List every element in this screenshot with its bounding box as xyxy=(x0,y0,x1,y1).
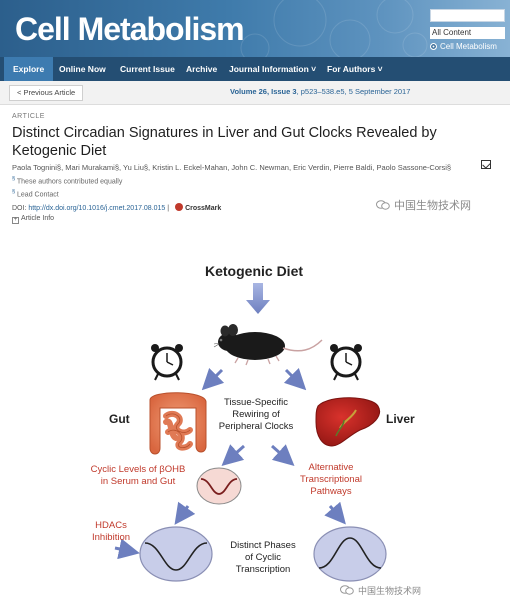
crossmark-badge[interactable]: CrossMark xyxy=(175,203,221,212)
email-icon[interactable] xyxy=(481,160,491,169)
arrow-to-left-curve xyxy=(114,538,140,560)
volume-issue-link[interactable]: Volume 26, Issue 3 xyxy=(230,87,297,96)
alarm-clock-right-icon xyxy=(330,344,362,381)
equal-contribution-text: These authors contributed equally xyxy=(16,178,123,186)
ga-title: Ketogenic Diet xyxy=(205,263,304,279)
hdac-text-line: Inhibition xyxy=(91,532,131,543)
phases-text-line: of Cyclic xyxy=(245,552,281,563)
liver-icon xyxy=(315,397,380,447)
gut-phase-curve xyxy=(139,526,213,582)
volume-pages-date: , p523–538.e5, 5 September 2017 xyxy=(296,87,411,96)
small-phase-curve xyxy=(196,467,242,505)
arrow-to-right-curve xyxy=(324,501,346,525)
search-scope-select[interactable]: All Content xyxy=(430,27,505,39)
liver-label: Liver xyxy=(386,412,415,426)
masthead-background-pattern xyxy=(240,0,428,57)
hdac-text: HDACs Inhibition xyxy=(86,520,136,544)
search-scope-radio[interactable]: Cell Metabolism xyxy=(430,42,497,51)
journal-masthead: Cell Metabolism All Content Cell Metabol… xyxy=(0,0,510,57)
nav-journal-information[interactable]: Journal Information ˅ xyxy=(229,64,317,74)
radio-dot-icon xyxy=(430,43,437,50)
arrow-to-pathways xyxy=(271,444,295,466)
center-text-line: Tissue-Specific xyxy=(223,397,289,408)
article-info-toggle[interactable]: +Article Info xyxy=(12,215,54,224)
arrow-to-hdac xyxy=(174,501,196,525)
article-title: Distinct Circadian Signatures in Liver a… xyxy=(12,125,437,159)
bohb-text-line: Cyclic Levels of βOHB xyxy=(90,464,186,475)
bohb-text-line: in Serum and Gut xyxy=(100,476,176,487)
down-arrow xyxy=(246,283,270,314)
volume-info: Volume 26, Issue 3, p523–538.e5, 5 Septe… xyxy=(230,87,410,96)
search-scope-radio-label: Cell Metabolism xyxy=(440,42,497,51)
search-input[interactable] xyxy=(430,9,505,22)
nav-for-authors[interactable]: For Authors ˅ xyxy=(327,64,383,74)
arrow-to-gut xyxy=(201,367,225,391)
mouse-icon xyxy=(213,324,323,366)
article-info-label: Article Info xyxy=(21,215,55,222)
nav-explore[interactable]: Explore xyxy=(4,57,54,81)
gut-label: Gut xyxy=(109,412,130,426)
watermark-top-text: 中国生物技术网 xyxy=(394,200,471,212)
equal-contribution-note: § These authors contributed equally xyxy=(12,176,123,186)
wechat-icon xyxy=(340,585,354,595)
article-type: ARTICLE xyxy=(12,113,45,120)
graphical-abstract: Ketogenic Diet Gut Liver Tissue-Specific… xyxy=(0,250,510,616)
pathways-text-line: Alternative xyxy=(308,462,354,473)
previous-article-button[interactable]: < Previous Article xyxy=(9,85,84,101)
center-text: Tissue-Specific Rewiring of Peripheral C… xyxy=(214,397,298,433)
doi-line: DOI: http://dx.doi.org/10.1016/j.cmet.20… xyxy=(12,203,222,212)
nav-current-issue[interactable]: Current Issue xyxy=(120,64,175,74)
liver-phase-curve xyxy=(313,526,387,582)
center-text-line: Peripheral Clocks xyxy=(218,421,294,432)
wechat-icon xyxy=(376,200,390,210)
nav-online-now[interactable]: Online Now xyxy=(59,64,106,74)
phases-text: Distinct Phases of Cyclic Transcription xyxy=(221,540,305,576)
crossmark-icon xyxy=(175,203,184,211)
intestine-icon xyxy=(149,392,207,455)
doi-link[interactable]: http://dx.doi.org/10.1016/j.cmet.2017.08… xyxy=(28,205,166,212)
graphical-abstract-figure xyxy=(114,283,387,582)
main-navigation: Explore Online Now Current Issue Archive… xyxy=(0,57,510,81)
expand-plus-icon: + xyxy=(12,217,19,224)
pathways-text-line: Pathways xyxy=(310,486,352,497)
pathways-text: Alternative Transcriptional Pathways xyxy=(286,462,376,498)
watermark-bottom-text: 中国生物技术网 xyxy=(358,586,422,596)
article-authors[interactable]: Paola Tognini§, Mari Murakami§, Yu Liu§,… xyxy=(12,163,452,172)
article-subbar: < Previous Article Volume 26, Issue 3, p… xyxy=(0,81,510,105)
bohb-text: Cyclic Levels of βOHB in Serum and Gut xyxy=(84,464,192,488)
alarm-clock-left-icon xyxy=(151,344,183,381)
watermark-top: 中国生物技术网 xyxy=(376,197,471,213)
journal-logo[interactable]: Cell Metabolism xyxy=(15,11,245,47)
crossmark-label: CrossMark xyxy=(185,205,222,212)
nav-archive[interactable]: Archive xyxy=(186,64,218,74)
pathways-text-line: Transcriptional xyxy=(300,474,362,485)
lead-contact-text: Lead Contact xyxy=(17,191,59,199)
phases-text-line: Transcription xyxy=(235,564,291,575)
hdac-text-line: HDACs xyxy=(95,520,127,531)
arrow-to-bohb xyxy=(221,444,245,466)
doi-label: DOI: xyxy=(12,205,29,212)
watermark-bottom: 中国生物技术网 xyxy=(340,584,421,597)
lead-contact-note: § Lead Contact xyxy=(12,189,59,199)
center-text-line: Rewiring of xyxy=(232,409,280,420)
phases-text-line: Distinct Phases xyxy=(230,540,296,551)
arrow-to-liver xyxy=(283,367,307,391)
